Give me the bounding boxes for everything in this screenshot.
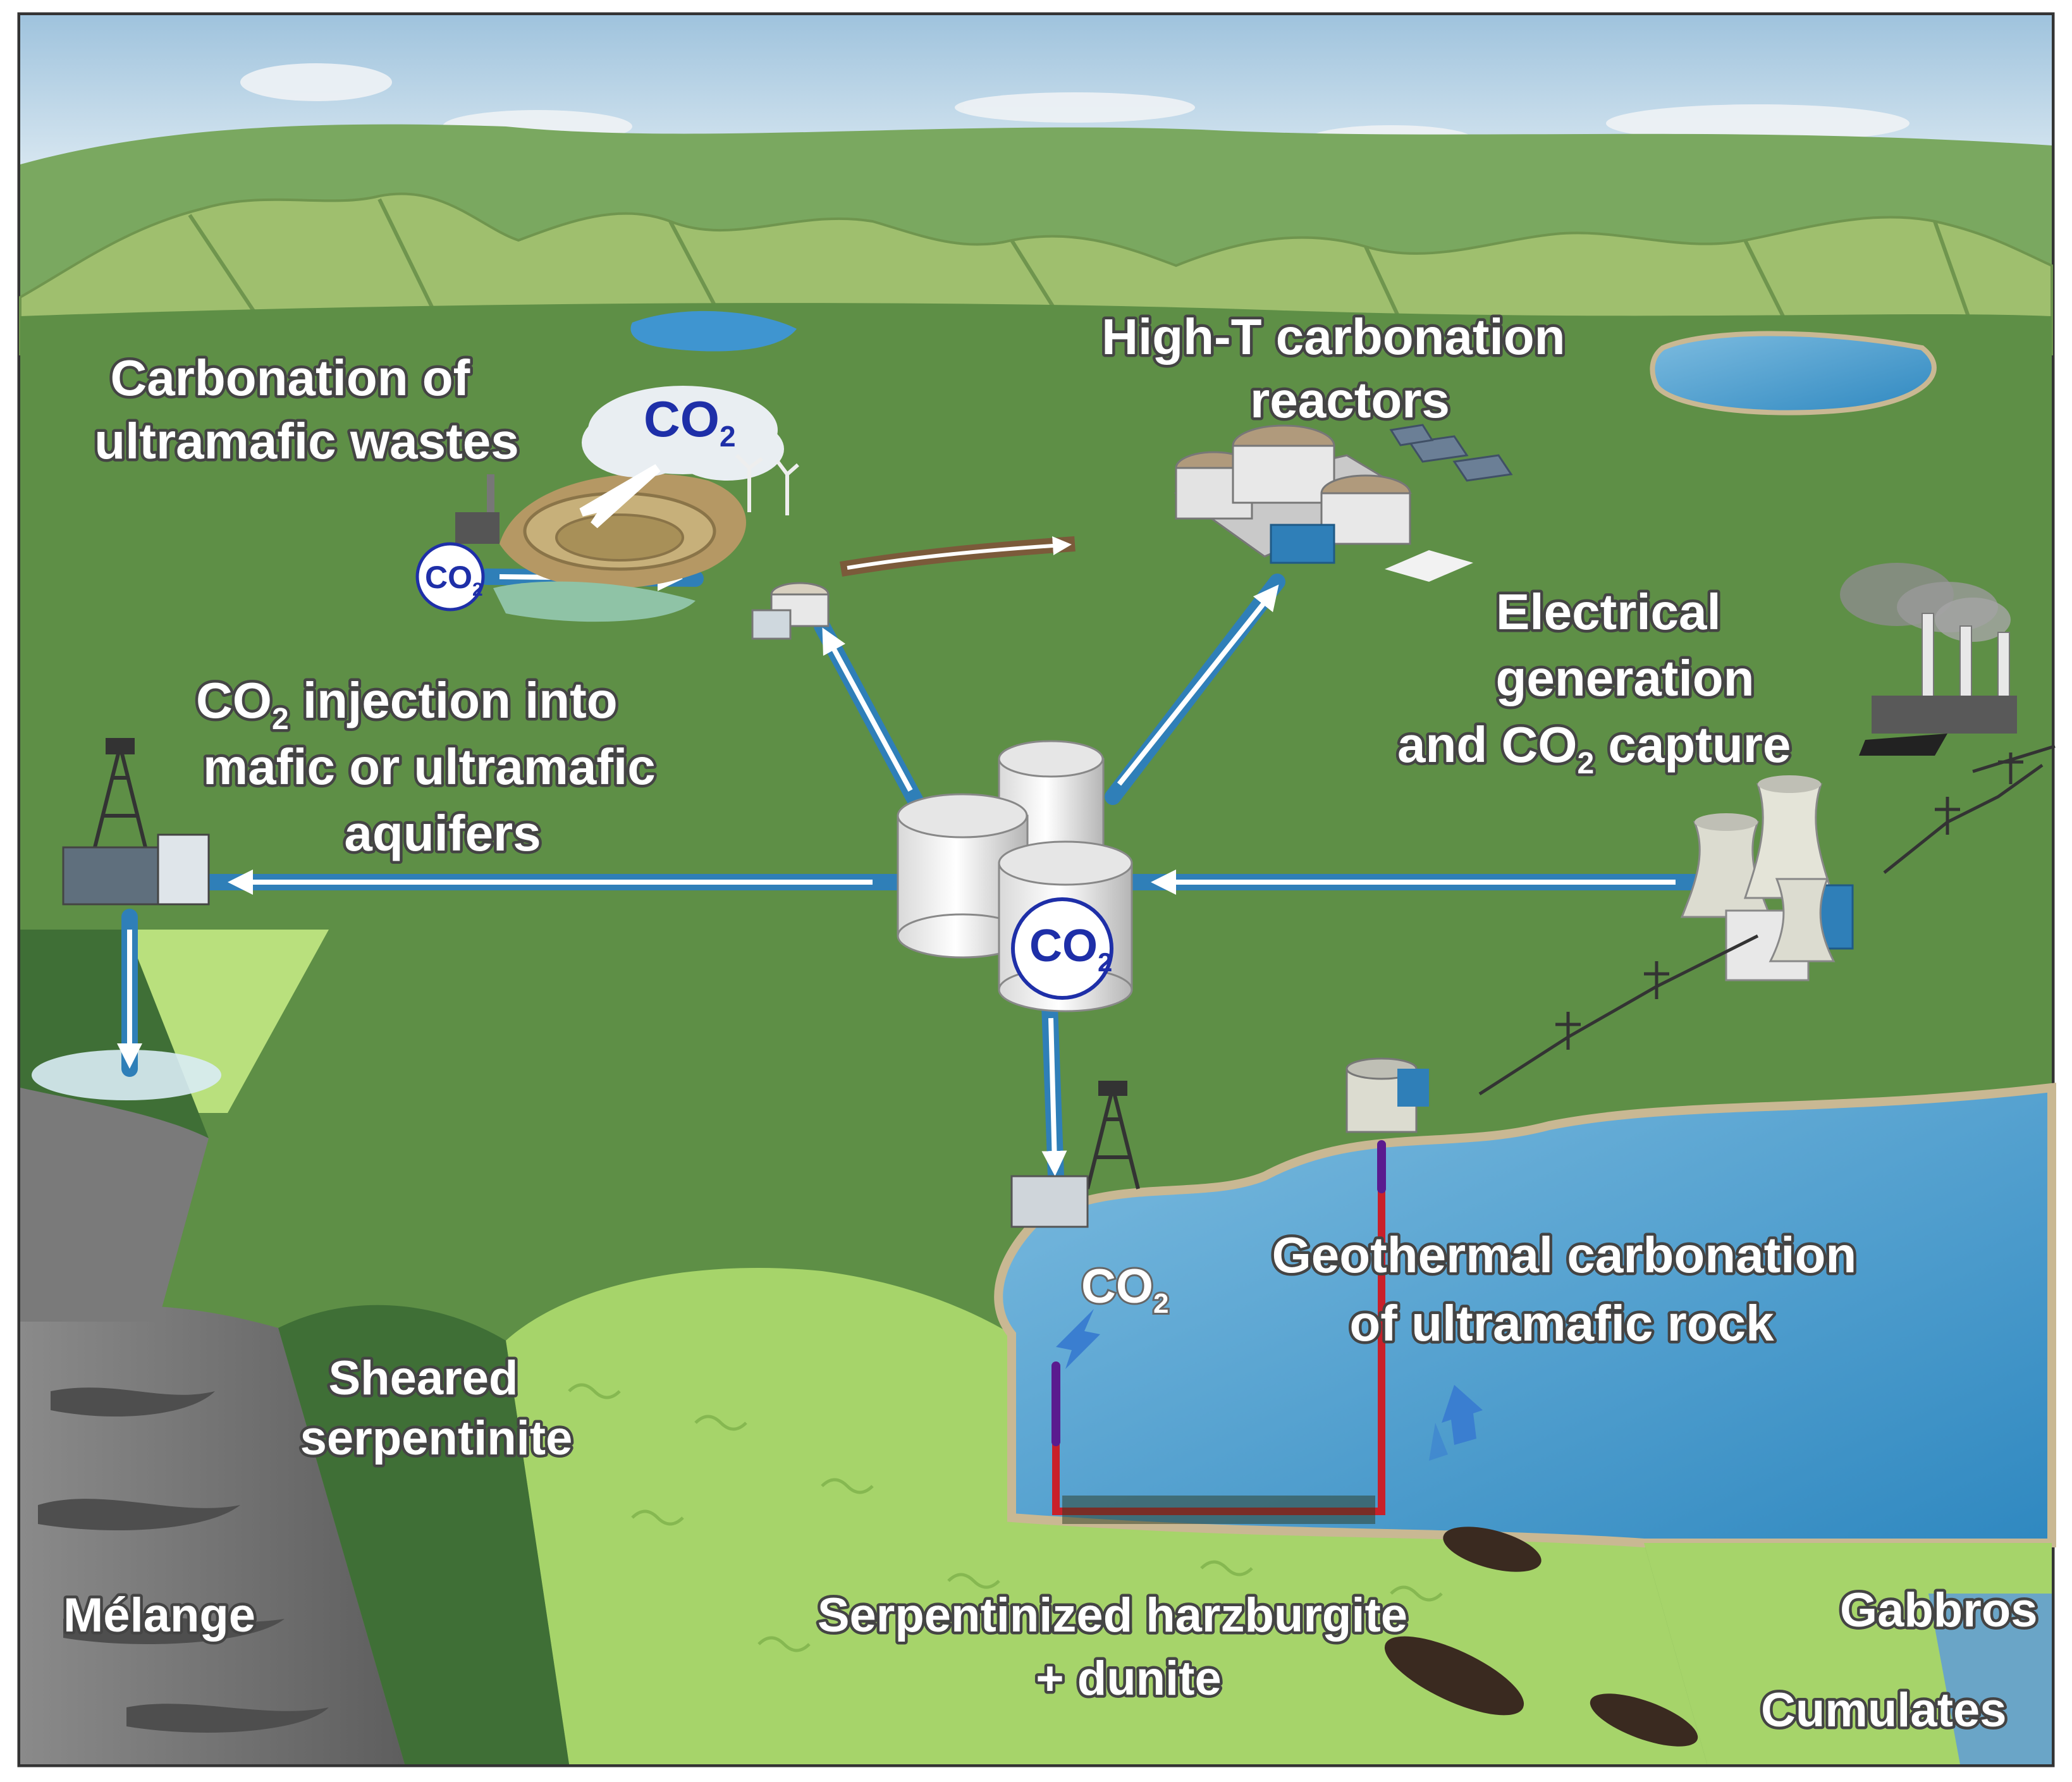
svg-text:CO2: CO2 <box>425 560 483 600</box>
wastes-co2-badge <box>415 542 485 611</box>
solar-panel-icon <box>1389 424 1513 482</box>
svg-text:CO2: CO2 <box>1029 921 1112 977</box>
label-geothermal-line2: of ultramafic rock <box>1349 1295 1774 1351</box>
label-harzburgite-line2: + dunite <box>1036 1652 1221 1705</box>
tank-co2-label: CO <box>1029 921 1098 971</box>
label-melange: Mélange <box>63 1588 255 1642</box>
conveyor-arrow <box>847 536 1072 570</box>
label-geothermal-line1: Geothermal carbonation <box>1272 1227 1857 1283</box>
cloud-co2-sub: 2 <box>720 420 736 453</box>
aquifer-rock <box>20 1088 209 1322</box>
label-carbonation-wastes-line1: Carbonation of <box>110 350 470 406</box>
label-high-t-line1: High-T carbonation <box>1101 309 1565 365</box>
label-electrical-line3: and CO2 capture <box>1397 716 1791 780</box>
cumulate-layer <box>1928 1594 2052 1764</box>
label-electrical-line3-post: capture <box>1594 716 1791 773</box>
cloud-co2-label: CO <box>644 391 720 447</box>
geothermal-loop <box>1051 1140 1386 1524</box>
co2-storage-tanks-icon: CO2 <box>897 740 1133 1012</box>
mine-pit-icon <box>493 473 746 622</box>
label-injection-line1-sub: 2 <box>272 703 289 736</box>
label-sheared-line1: Sheared <box>328 1351 518 1405</box>
geothermal-co2-label: CO <box>1081 1260 1153 1313</box>
sheared-serpentinite-band <box>278 1305 569 1764</box>
right-lake <box>1650 331 1937 415</box>
melange-block <box>20 1305 405 1764</box>
cooling-tower-icon <box>1680 775 1854 981</box>
label-cumulates: Cumulates <box>1761 1683 2007 1737</box>
label-injection: mafic or ultramafic aquifers <box>203 739 670 861</box>
power-pylon-icon <box>1478 744 2056 1096</box>
label-gabbros: Gabbros <box>1840 1583 2038 1637</box>
label-injection-line1: CO2 injection into <box>196 672 618 736</box>
smokestack-icon <box>455 474 500 544</box>
label-electrical-line3-pre: and CO <box>1397 716 1577 773</box>
geothermal-co2-sub: 2 <box>1153 1288 1168 1319</box>
smokestack-power-plant-icon <box>1840 563 2017 756</box>
svg-text:CO2: CO2 <box>1081 1260 1168 1319</box>
reactor-plant-icon <box>1174 424 1473 582</box>
upper-lake <box>630 310 797 352</box>
wastes-co2-sub: 2 <box>472 579 483 600</box>
label-geothermal: Geothermal carbonation of ultramafic roc… <box>1272 1227 1871 1351</box>
label-injection-line3: aquifers <box>344 805 541 861</box>
co2-flow-arrows <box>1056 1309 1483 1461</box>
label-electrical-generation: Electrical generation <box>1496 584 1755 706</box>
drilling-rig-icon <box>93 738 1140 1189</box>
label-injection-line2: mafic or ultramafic <box>203 739 656 795</box>
label-carbonation-wastes-line2: ultramafic wastes <box>94 413 518 469</box>
geothermal-plant-icon <box>1346 1057 1429 1133</box>
label-electrical-line1: Electrical <box>1496 584 1721 640</box>
tank-co2-sub: 2 <box>1098 947 1112 977</box>
serpentinite-texture <box>568 1383 1443 1652</box>
label-sheared-line2: serpentinite <box>300 1411 573 1465</box>
label-injection-line1-pre: CO <box>196 672 272 728</box>
label-electrical-line3-sub: 2 <box>1577 747 1594 780</box>
label-harzburgite: Serpentinized harzburgite + dunite <box>818 1588 1421 1705</box>
injection-buildings <box>62 833 1089 1228</box>
ultramafic-pods <box>1384 1527 1698 1747</box>
label-sheared-serpentinite: Sheared serpentinite <box>300 1351 573 1465</box>
label-high-t-line2: reactors <box>1250 372 1450 428</box>
wastes-co2-label: CO <box>425 560 472 595</box>
svg-text:CO2: CO2 <box>644 391 736 453</box>
label-carbonation-wastes: Carbonation of ultramafic wastes <box>94 350 518 469</box>
melange-texture <box>38 1387 329 1733</box>
mountain-shadows <box>188 198 1975 343</box>
wind-turbine-icon <box>735 453 799 515</box>
label-high-t-reactors: High-T carbonation reactors <box>1101 309 1579 428</box>
small-reactor-icon <box>751 582 830 640</box>
label-harzburgite-line1: Serpentinized harzburgite <box>818 1588 1407 1642</box>
label-electrical-line2: generation <box>1496 650 1755 706</box>
label-injection-line1-post: injection into <box>289 672 618 728</box>
